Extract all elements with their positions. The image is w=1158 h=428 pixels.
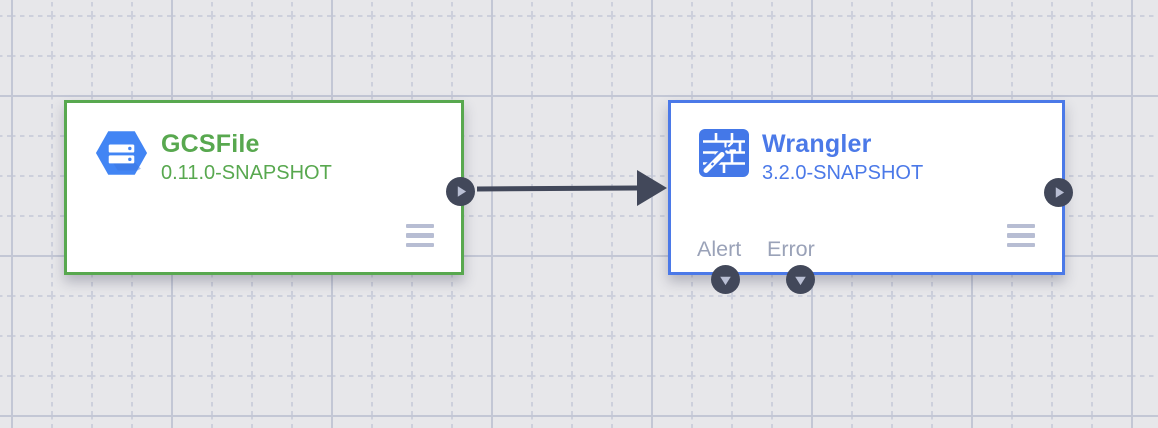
node-gcsfile[interactable]: GCSFile 0.11.0-SNAPSHOT: [64, 100, 475, 275]
triangle-down-icon: [795, 276, 806, 286]
node-wrangler[interactable]: Wrangler 3.2.0-SNAPSHOT Alert Error: [668, 100, 1073, 294]
node-title: GCSFile: [161, 130, 260, 158]
menu-bar: [406, 242, 434, 247]
node-menu-button[interactable]: [406, 223, 434, 247]
gcs-bucket-icon: [95, 129, 148, 182]
node-gcsfile-header: GCSFile 0.11.0-SNAPSHOT: [67, 103, 461, 187]
triangle-down-icon: [720, 276, 731, 286]
node-gcsfile-text: GCSFile 0.11.0-SNAPSHOT: [161, 129, 332, 187]
node-version: 0.11.0-SNAPSHOT: [161, 162, 332, 184]
menu-bar: [406, 223, 434, 228]
gcsfile-output-port[interactable]: [446, 177, 475, 206]
node-wrangler-header: Wrangler 3.2.0-SNAPSHOT: [671, 103, 1062, 187]
alert-port-label: Alert: [697, 237, 742, 261]
menu-bar: [406, 233, 434, 238]
wrangler-output-port[interactable]: [1044, 178, 1073, 207]
menu-bar: [1007, 242, 1035, 247]
menu-bar: [1007, 233, 1035, 238]
error-port-label: Error: [767, 237, 815, 261]
wrangler-alert-port[interactable]: [711, 265, 740, 294]
node-version: 3.2.0-SNAPSHOT: [762, 162, 924, 184]
menu-bar: [1007, 223, 1035, 228]
wrangler-error-port[interactable]: [786, 265, 815, 294]
play-icon: [457, 186, 467, 197]
node-title: Wrangler: [762, 130, 872, 158]
node-menu-button[interactable]: [1007, 223, 1035, 247]
play-icon: [1055, 187, 1065, 198]
data-wrangler-icon: [699, 129, 749, 182]
node-wrangler-text: Wrangler 3.2.0-SNAPSHOT: [762, 129, 923, 187]
